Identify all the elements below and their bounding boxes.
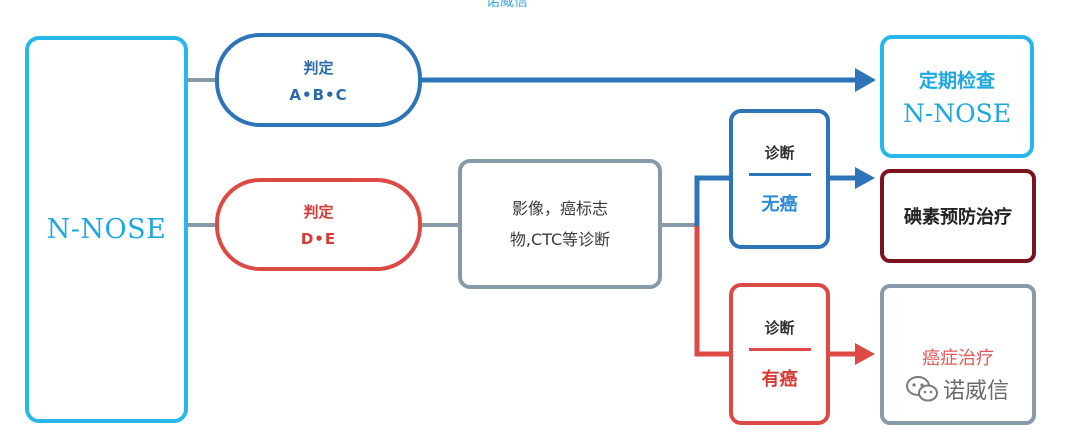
imaging-line-2: 物,CTC等诊断 <box>509 230 611 249</box>
judgement-abc-grades: A•B•C <box>289 85 348 104</box>
outcome-iodine-box: 碘素预防治疗 <box>880 169 1036 263</box>
judgement-de-grades: D•E <box>300 230 337 248</box>
branch-positive <box>694 226 729 357</box>
arrowhead-checkup <box>855 68 876 92</box>
judgement-abc-title: 判定 <box>303 58 334 77</box>
arrowhead-iodine <box>855 167 875 189</box>
diagnosis-positive-box: 诊断 有癌 <box>729 283 830 425</box>
title-fragment: 诺威信 <box>486 0 528 10</box>
outcome-checkup-nnose: N-NOSE <box>902 98 1012 128</box>
diagnosis-positive-result: 有癌 <box>761 369 798 390</box>
watermark-text: 诺威信 <box>943 379 1010 404</box>
outcome-checkup-label: 定期检查 <box>918 69 995 92</box>
diagnosis-negative-result: 无癌 <box>761 194 798 215</box>
watermark: 诺威信 <box>905 373 1009 405</box>
diagnosis-positive-title: 诊断 <box>764 319 795 337</box>
nnose-test-box: N-NOSE <box>25 36 188 423</box>
outcome-iodine-label: 碘素预防治疗 <box>904 207 1012 228</box>
wechat-icon <box>906 376 938 402</box>
judgement-abc-pill: 判定 A•B•C <box>215 33 422 127</box>
diagnosis-negative-box: 诊断 无癌 <box>729 109 830 249</box>
judgement-de-pill: 判定 D•E <box>215 178 422 271</box>
diagnosis-negative-title: 诊断 <box>764 144 795 162</box>
imaging-line-1: 影像，癌标志 <box>511 199 608 218</box>
diagnosis-positive-divider <box>748 348 811 351</box>
branch-negative <box>694 175 729 226</box>
arrowhead-cancer <box>855 343 875 365</box>
judgement-de-title: 判定 <box>303 203 334 221</box>
outcome-cancer-box: 癌症治疗 <box>880 284 1036 425</box>
nnose-test-label: N-NOSE <box>46 214 167 245</box>
diagnosis-negative-divider <box>748 173 811 176</box>
outcome-checkup-box: 定期检查 N-NOSE <box>880 35 1034 158</box>
outcome-cancer-label: 癌症治疗 <box>922 348 994 369</box>
imaging-diagnosis-box: 影像，癌标志 物,CTC等诊断 <box>458 159 662 289</box>
